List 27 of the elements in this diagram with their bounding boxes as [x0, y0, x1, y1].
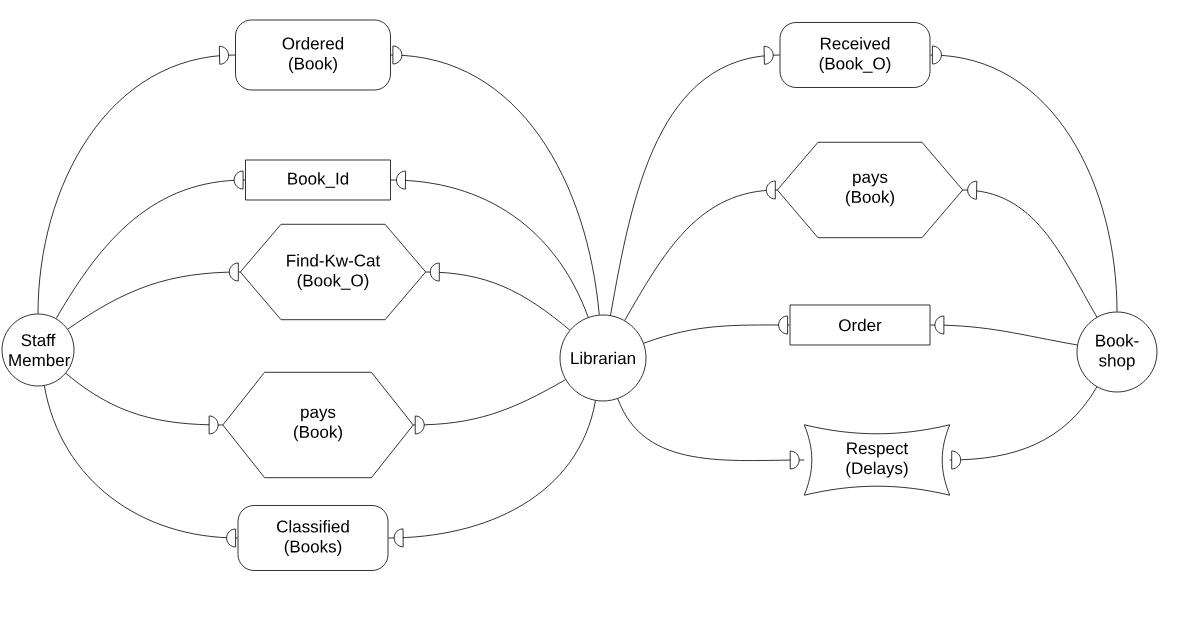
rounded-box: Classified (Books) [237, 505, 389, 571]
connector [624, 180, 778, 321]
connector [65, 373, 224, 435]
process-box: Book_Id [245, 159, 391, 201]
connector [390, 45, 600, 316]
connector [617, 398, 805, 470]
connector [390, 170, 589, 318]
connector [388, 400, 596, 548]
connector [930, 315, 1078, 346]
hexagon-box: pays (Book) [222, 371, 414, 479]
connector [67, 262, 241, 330]
connector [949, 386, 1098, 470]
connector [55, 170, 246, 319]
connector [425, 262, 571, 331]
connector [962, 180, 1098, 318]
process-box: Order [789, 304, 931, 346]
wavy-box: Respect (Delays) [803, 424, 951, 496]
hexagon-box: Find-Kw-Cat (Book_O) [239, 223, 427, 321]
connector [412, 379, 566, 435]
connector [43, 385, 238, 548]
connector [37, 45, 236, 314]
connector [610, 45, 780, 316]
rounded-box: Ordered (Book) [235, 19, 391, 91]
connector [930, 45, 1118, 312]
hexagon-box: pays (Book) [776, 141, 964, 239]
rounded-box: Received (Book_O) [779, 22, 931, 88]
connector [643, 315, 790, 344]
